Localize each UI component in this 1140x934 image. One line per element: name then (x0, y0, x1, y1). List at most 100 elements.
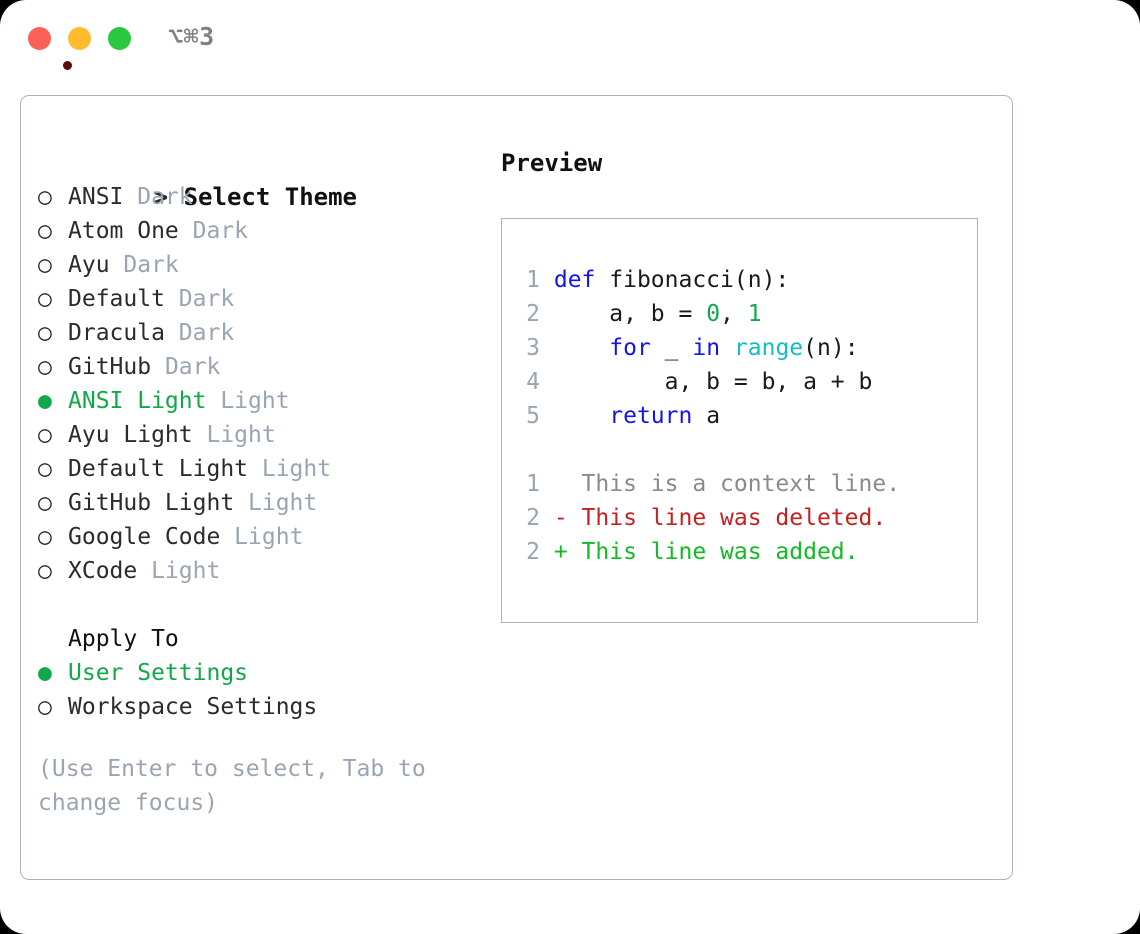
code-token: _ (650, 335, 693, 361)
line-number: 2 (526, 539, 540, 565)
radio-unselected-icon: ○ (38, 524, 52, 550)
radio-unselected-icon: ○ (38, 218, 52, 244)
theme-list-item[interactable]: ○ Atom One Dark (38, 214, 488, 248)
theme-variant-tag: Light (192, 422, 276, 448)
theme-list-item[interactable]: ○ANSI Dark (38, 180, 488, 214)
radio-unselected-icon: ○ (38, 694, 52, 720)
theme-variant-tag: Dark (164, 286, 235, 312)
main-panel: > Select Theme ○ ANSI Dark ○ Atom One Dark ○ A… (20, 95, 1013, 880)
code-token (554, 335, 609, 361)
diff-line: 2 - This line was deleted. (516, 501, 900, 535)
line-number: 1 (526, 471, 540, 497)
code-token: for (609, 335, 651, 361)
preview-column: Preview 1 def fibonacci(n):2 a, b = 0, 1… (501, 146, 996, 623)
theme-name: Ayu Light (68, 422, 193, 448)
line-number: 1 (526, 267, 540, 293)
code-token: def (553, 267, 596, 293)
radio-unselected-icon: ○ (38, 354, 52, 380)
theme-name: GitHub Light (68, 490, 235, 516)
radio-unselected-icon: ○ (38, 252, 52, 278)
line-number: 2 (526, 505, 540, 531)
diff-line-text: + This line was added. (553, 539, 859, 565)
theme-name: Default Light (68, 456, 249, 482)
code-token: 0 (706, 301, 721, 327)
radio-unselected-icon: ○ (38, 456, 52, 482)
code-line: 2 a, b = 0, 1 (516, 297, 900, 331)
theme-variant-tag: Dark (178, 218, 249, 244)
theme-picker-column: > Select Theme ○ ANSI Dark ○ Atom One Dark ○ A… (38, 146, 488, 820)
code-line: 5 return a (516, 399, 900, 433)
code-token: a, b = b, a + b (553, 369, 873, 395)
theme-list-item[interactable]: ●ANSI Light Light (38, 384, 488, 418)
theme-list: ○ ANSI Dark ○ Atom One Dark ○ Ayu Dark ○ Defaul… (38, 180, 488, 588)
theme-list-item[interactable]: ○ Ayu Dark (38, 248, 488, 282)
radio-unselected-icon: ○ (38, 320, 52, 346)
code-token: (n): (803, 335, 859, 361)
code-token: a, b = (553, 301, 707, 327)
code-line: 3 for _ in range(n): (516, 331, 900, 365)
theme-list-item[interactable]: ○ GitHub Dark (38, 350, 488, 384)
theme-variant-tag: Light (220, 524, 304, 550)
line-number: 4 (526, 369, 540, 395)
theme-variant-tag: Dark (164, 320, 235, 346)
theme-name: GitHub (68, 354, 152, 380)
theme-name: Ayu (68, 252, 110, 278)
theme-list-item[interactable]: ○ Ayu Light Light (38, 418, 488, 452)
close-button[interactable] (28, 27, 72, 70)
apply-to-heading: Apply To (68, 626, 179, 652)
preview-title: Preview (501, 149, 603, 177)
theme-name: Default (68, 286, 165, 312)
code-token: in (692, 335, 721, 361)
radio-unselected-icon: ○ (38, 490, 52, 516)
theme-name: Atom One (68, 218, 179, 244)
zoom-button[interactable] (108, 27, 131, 50)
line-number: 2 (526, 301, 540, 327)
code-token: , (720, 301, 748, 327)
diff-line: 2 + This line was added. (516, 535, 900, 569)
apply-to-option[interactable]: ● User Settings (38, 656, 488, 690)
recording-indicator-icon (63, 61, 72, 70)
title-bar: ⌥⌘3 (0, 0, 1140, 76)
theme-list-item[interactable]: ○ Google Code Light (38, 520, 488, 554)
theme-name: Google Code (68, 524, 221, 550)
theme-variant-tag: Light (206, 388, 290, 414)
theme-list-item[interactable]: ○ Default Dark (38, 282, 488, 316)
radio-unselected-icon: ○ (38, 422, 52, 448)
apply-to-label: User Settings (68, 660, 249, 686)
code-token: 1 (747, 301, 762, 327)
cursor-icon: > (153, 183, 169, 211)
theme-list-item[interactable]: ○ XCode Light (38, 554, 488, 588)
theme-variant-tag: Light (137, 558, 221, 584)
theme-list-item[interactable]: ○Dracula Dark (38, 316, 488, 350)
minimize-button[interactable] (68, 27, 91, 50)
radio-selected-icon: ● (38, 660, 52, 686)
apply-to-option[interactable]: ○Workspace Settings (38, 690, 488, 724)
theme-list-item[interactable]: ○GitHub Light Light (38, 486, 488, 520)
theme-variant-tag: Dark (109, 252, 179, 278)
code-token (720, 335, 734, 361)
radio-unselected-icon: ○ (38, 184, 52, 210)
theme-list-item[interactable]: ○ Default Light Light (38, 452, 488, 486)
theme-name: ANSI Light (68, 388, 207, 414)
code-token (554, 403, 609, 429)
shortcut-label: ⌥⌘3 (168, 22, 215, 51)
code-token: return (609, 403, 693, 429)
theme-variant-tag: Light (248, 456, 332, 482)
code-line: 4 a, b = b, a + b (516, 365, 900, 399)
code-token: range (733, 335, 804, 361)
diff-line-text: - This line was deleted. (553, 505, 887, 531)
code-token: a (692, 403, 721, 429)
theme-variant-tag: Dark (151, 354, 221, 380)
radio-unselected-icon: ○ (38, 286, 52, 312)
theme-name: XCode (68, 558, 138, 584)
radio-unselected-icon: ○ (38, 558, 52, 584)
code-line: 1 def fibonacci(n): (516, 263, 900, 297)
theme-name: ANSI (68, 184, 124, 210)
page-title: Select Theme (183, 183, 357, 211)
code-token: fibonacci(n): (595, 267, 790, 293)
theme-picker-heading: > Select Theme (38, 146, 488, 211)
apply-to-list: ● User Settings ○Workspace Settings (38, 656, 488, 724)
